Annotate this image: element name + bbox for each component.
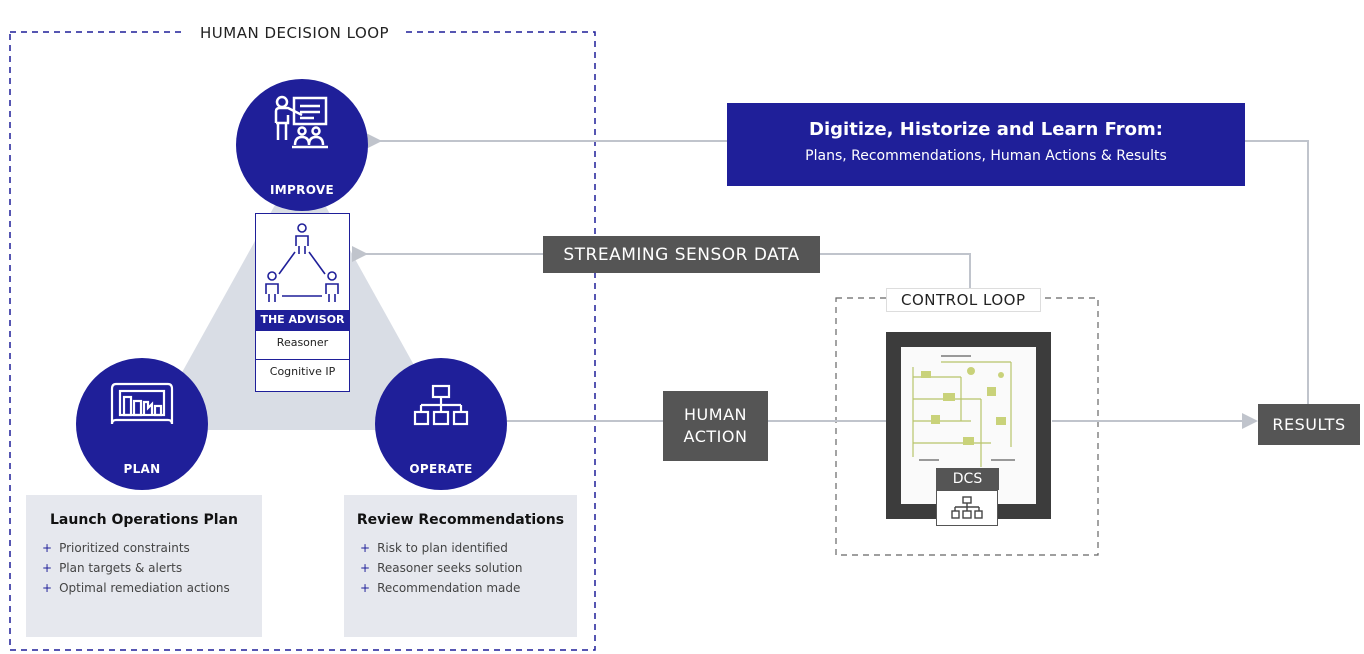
dcs-monitor: DCS: [886, 332, 1051, 526]
dcs-label: DCS: [936, 468, 999, 490]
improve-label: IMPROVE: [270, 183, 334, 197]
plan-label: PLAN: [123, 462, 161, 476]
plan-node: PLAN: [76, 358, 208, 490]
plus-icon: +: [360, 541, 371, 555]
review-recommendations-card: Review Recommendations +Risk to plan ide…: [344, 495, 577, 637]
blueprint-icon: [110, 382, 174, 425]
list-item: +Optimal remediation actions: [42, 581, 230, 595]
operate-label: OPERATE: [409, 462, 473, 476]
operate-card-list: +Risk to plan identified +Reasoner seeks…: [360, 538, 577, 598]
org-chart-icon: [951, 496, 983, 519]
results-box: RESULTS: [1258, 404, 1360, 445]
advisor-reasoner: Reasoner: [256, 330, 349, 355]
human-action-line2: ACTION: [683, 427, 748, 446]
advisor-cognitive-ip: Cognitive IP: [256, 359, 349, 384]
control-loop-label: CONTROL LOOP: [886, 288, 1041, 312]
launch-operations-plan-card: Launch Operations Plan +Prioritized cons…: [26, 495, 262, 637]
plus-icon: +: [42, 581, 53, 595]
banner-subtitle: Plans, Recommendations, Human Actions & …: [805, 148, 1167, 164]
org-chart-icon: [413, 384, 469, 426]
human-decision-loop-border: [9, 31, 596, 651]
presenter-icon: [274, 95, 328, 149]
human-action-line1: HUMAN: [684, 405, 747, 424]
plus-icon: +: [42, 561, 53, 575]
plan-card-title: Launch Operations Plan: [50, 512, 238, 528]
list-item: +Risk to plan identified: [360, 541, 508, 555]
list-item: +Prioritized constraints: [42, 541, 190, 555]
sensor-line: [820, 253, 971, 298]
plus-icon: +: [360, 561, 371, 575]
human-action-box: HUMAN ACTION: [663, 391, 768, 461]
operate-node: OPERATE: [375, 358, 507, 490]
digitize-banner: Digitize, Historize and Learn From: Plan…: [727, 103, 1245, 186]
process-schematic-icon: [912, 355, 1015, 467]
streaming-sensor-data-box: STREAMING SENSOR DATA: [543, 236, 820, 273]
list-item: +Reasoner seeks solution: [360, 561, 523, 575]
plus-icon: +: [360, 581, 371, 595]
plus-icon: +: [42, 541, 53, 555]
list-item: +Recommendation made: [360, 581, 521, 595]
list-item: +Plan targets & alerts: [42, 561, 183, 575]
advisor-title: THE ADVISOR: [256, 310, 349, 330]
operate-card-title: Review Recommendations: [356, 512, 565, 528]
advisor-box: THE ADVISOR Reasoner Cognitive IP: [255, 213, 350, 392]
human-decision-loop-label: HUMAN DECISION LOOP: [186, 22, 404, 44]
people-network-icon: [265, 223, 339, 302]
banner-title: Digitize, Historize and Learn From:: [809, 119, 1163, 140]
plan-card-list: +Prioritized constraints +Plan targets &…: [42, 538, 262, 598]
improve-node: IMPROVE: [236, 79, 368, 211]
feedback-line: [1245, 140, 1309, 408]
dcs-icon-box: [936, 490, 998, 526]
control-loop-border: [835, 297, 1099, 556]
